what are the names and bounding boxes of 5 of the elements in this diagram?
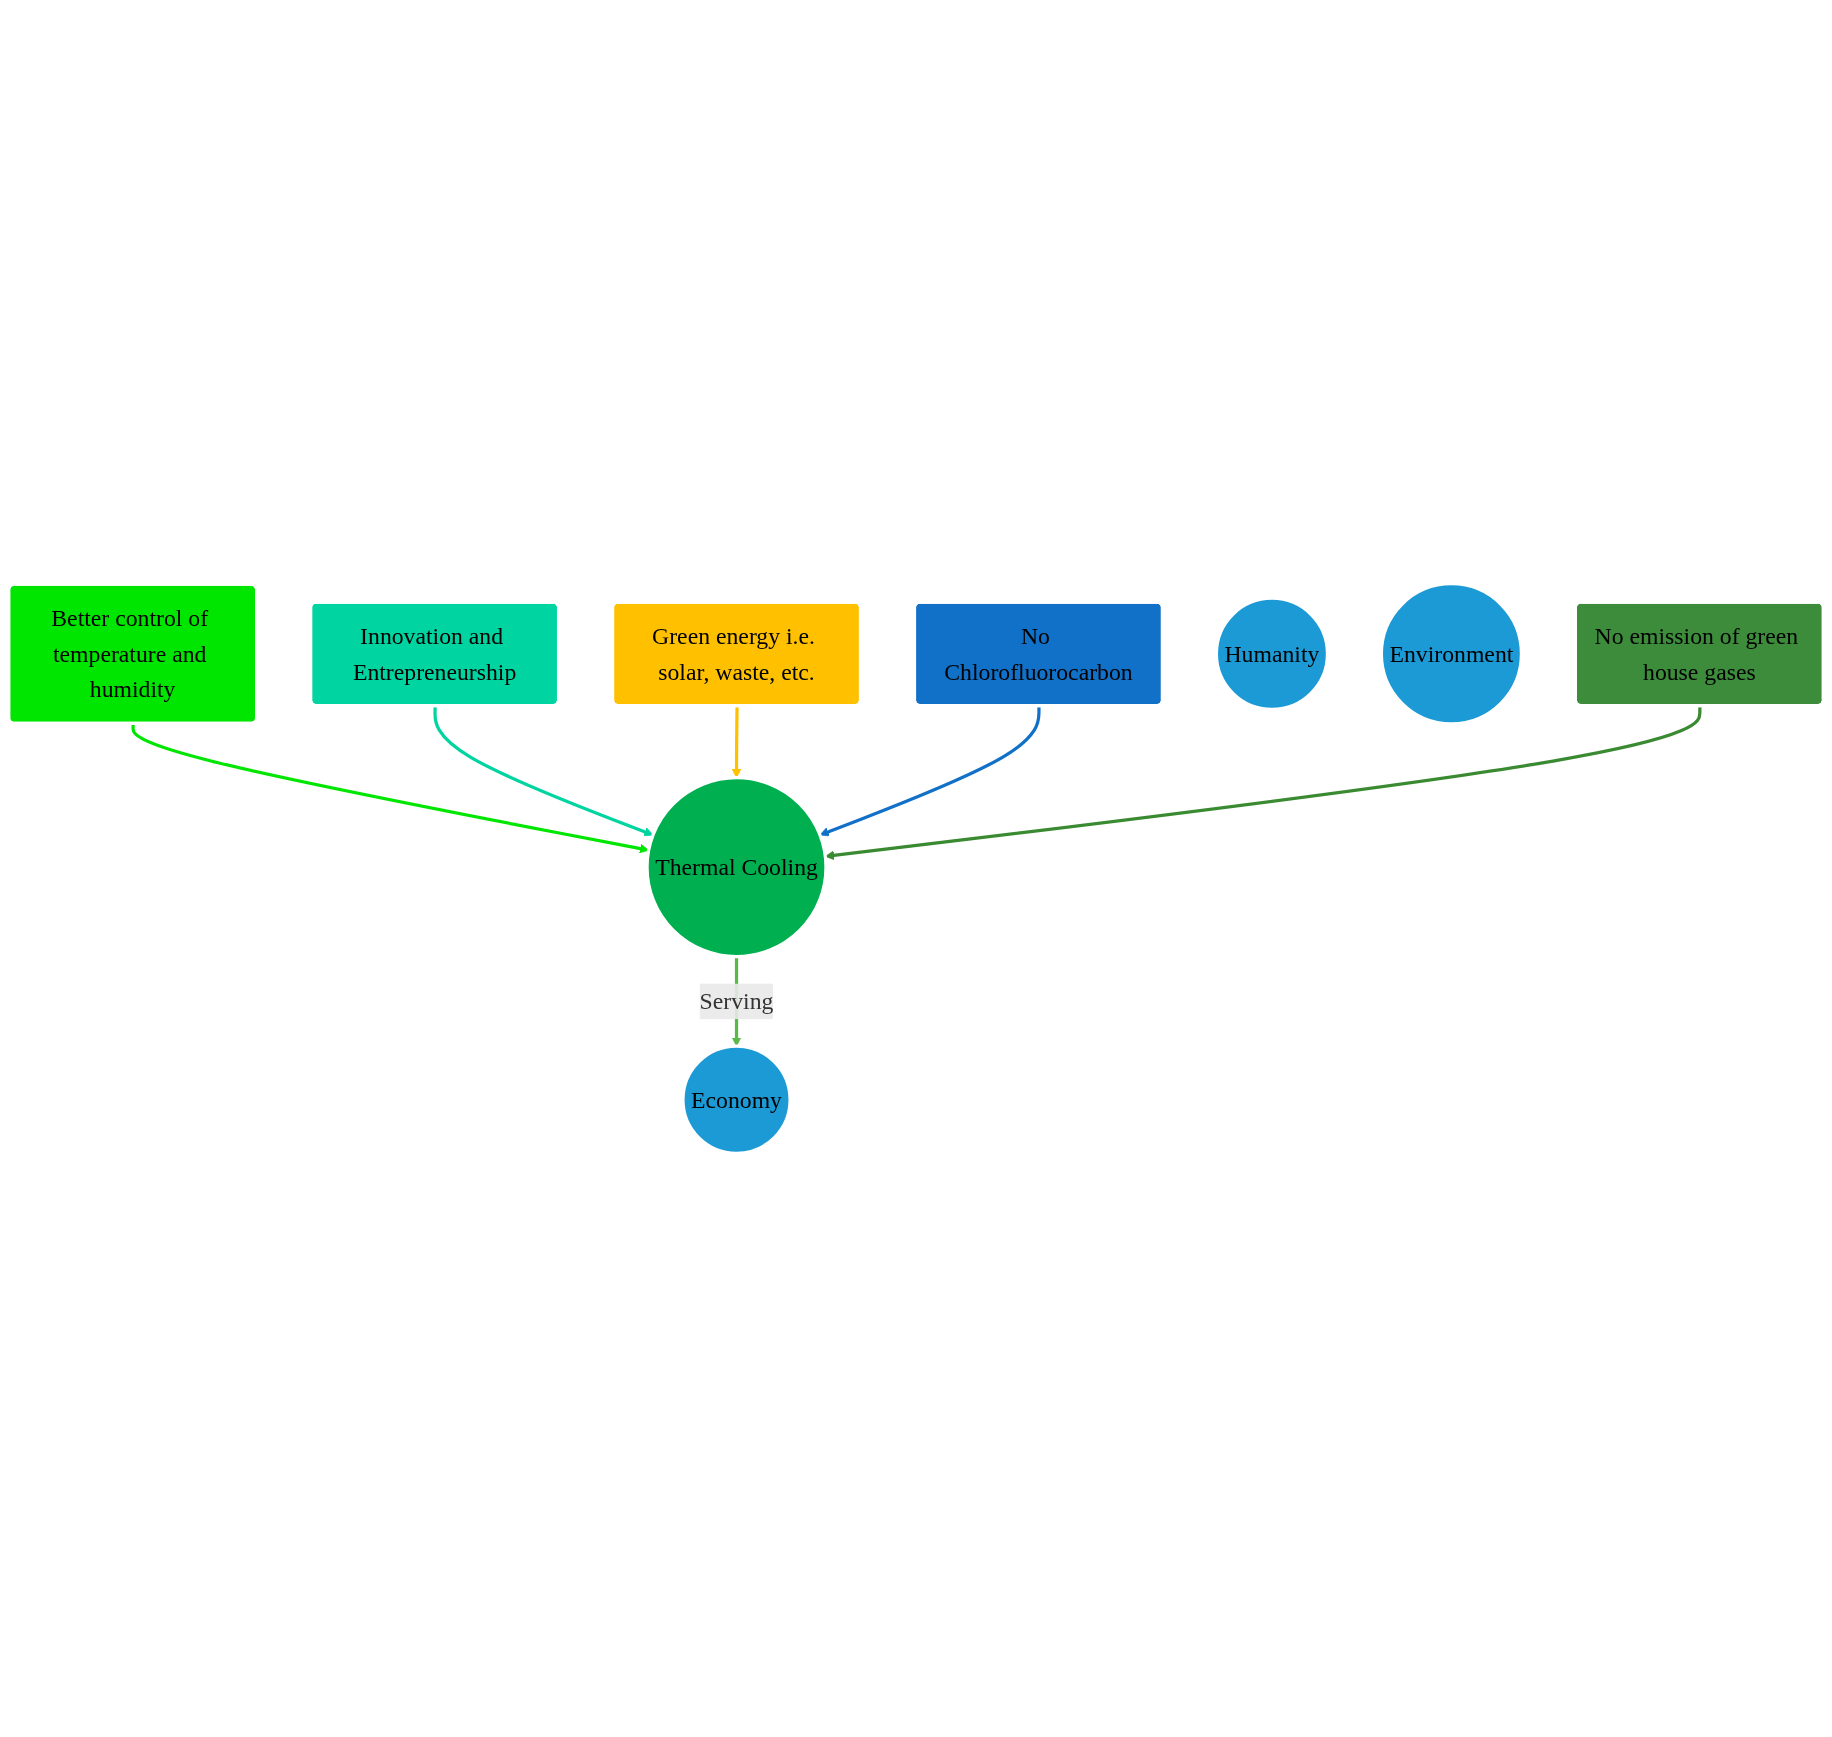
node-circle: Thermal Cooling xyxy=(645,776,828,959)
node-circle: Economy xyxy=(681,1044,792,1155)
edge-label: Serving xyxy=(699,987,774,1015)
arrow xyxy=(731,706,742,779)
arrow xyxy=(433,706,654,837)
